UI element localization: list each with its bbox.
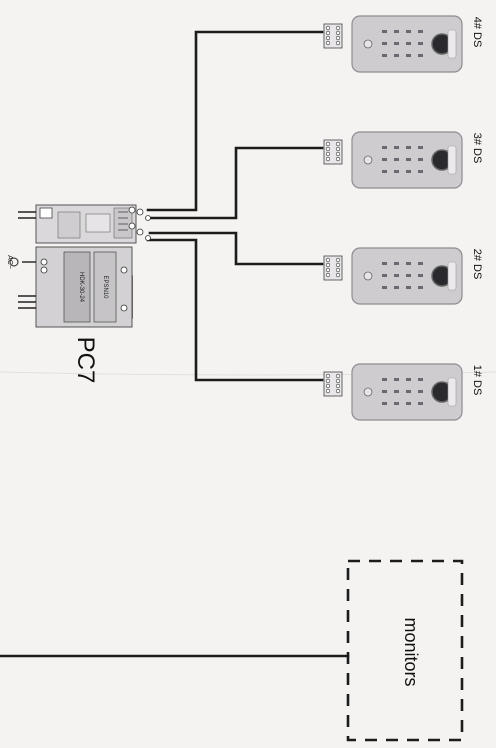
door-station-ds3: 3# DS [323,131,483,189]
ds2-nameplate [447,261,457,291]
ds1-nameplate [447,377,457,407]
module-label-upper: HDK-30-24 [78,272,84,303]
door-station-ds2: 2# DS [323,247,483,305]
terminal-block-ds2 [323,255,343,281]
module-label-lower: EPSN10 [102,275,108,299]
wire-to-ds3 [148,146,324,220]
ds4-nameplate [447,29,457,59]
ds1-keypad [382,378,423,405]
ds4-keypad [382,30,423,57]
ac-input-terminal [9,257,19,267]
door-station-ds1: 1# DS [323,363,483,421]
ds1-label: 1# DS [471,365,483,396]
wire-to-ds4 [146,30,324,212]
ds4-call-button-icon [363,39,373,49]
wires [0,30,350,658]
monitors-group: monitors [346,559,464,742]
ds2-call-button-icon [363,271,373,281]
ds1-call-button-icon [363,387,373,397]
ds3-label: 3# DS [471,133,483,164]
door-station-ds4: 4# DS [323,15,483,73]
wire-to-ds2 [148,231,324,266]
ds3-call-button-icon [363,155,373,165]
ds2-keypad [382,262,423,289]
controller-unit: HDK-30-24 EPSN10 AC~ PC7 [6,204,151,384]
wire-to-ds1 [146,238,324,382]
monitors-label: monitors [401,617,421,686]
terminal-block-ds4 [323,23,343,49]
controller-label: PC7 [72,337,99,384]
ds2-label: 2# DS [471,249,483,280]
ac-label: AC~ [6,255,13,269]
terminal-block-ds1 [323,371,343,397]
ds3-nameplate [447,145,457,175]
terminal-block-ds3 [323,139,343,165]
ds3-keypad [382,146,423,173]
ds4-label: 4# DS [471,17,483,48]
